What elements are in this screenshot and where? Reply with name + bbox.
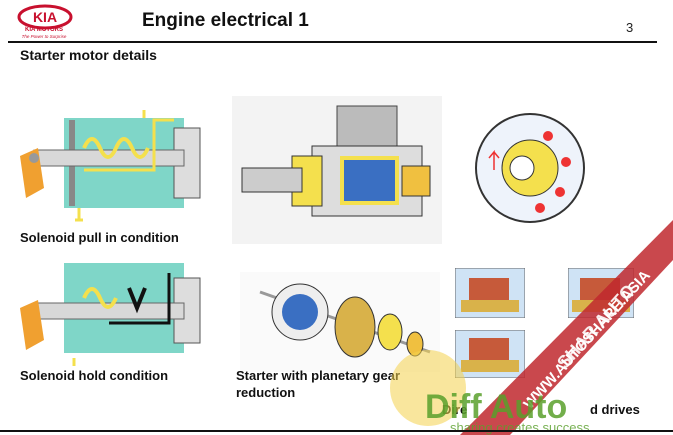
header-divider [8,41,657,43]
caption-hold: Solenoid hold condition [20,368,169,383]
drive-illustration-1 [455,268,525,318]
section-subtitle: Starter motor details [20,47,157,63]
footer-divider [0,430,673,432]
caption-drives-fragment: d drives [590,402,640,417]
watermark-brand: Diff Auto [425,388,567,426]
logo-name: KIA MOTORS [24,27,63,33]
solenoid-hold-diagram [20,263,201,366]
watermark-text-2: SHAR AUTO [553,281,639,373]
logo-brand: KIA [33,9,57,25]
roller-clutch-diagram [475,113,585,223]
caption-pull-in: Solenoid pull in condition [20,230,179,245]
caption-planetary-line2: reduction [236,385,296,400]
starter-cutaway-diagram [232,96,442,244]
kia-logo: KIA [17,4,73,30]
page-number: 3 [626,20,634,35]
solenoid-pull-in-diagram [20,110,201,222]
planetary-gear-diagram [240,272,440,372]
logo-tagline: The Power to Surprise [21,34,67,39]
page-title: Engine electrical 1 [142,10,309,31]
watermark: WWW.AUTOSHARE.ASIA SHAR AUTO Diff Auto s… [390,220,673,435]
caption-planetary-line1: Starter with planetary gear [236,368,400,383]
watermark-tagline: sharing creates success [450,420,590,435]
drive-illustration-3 [455,330,525,378]
